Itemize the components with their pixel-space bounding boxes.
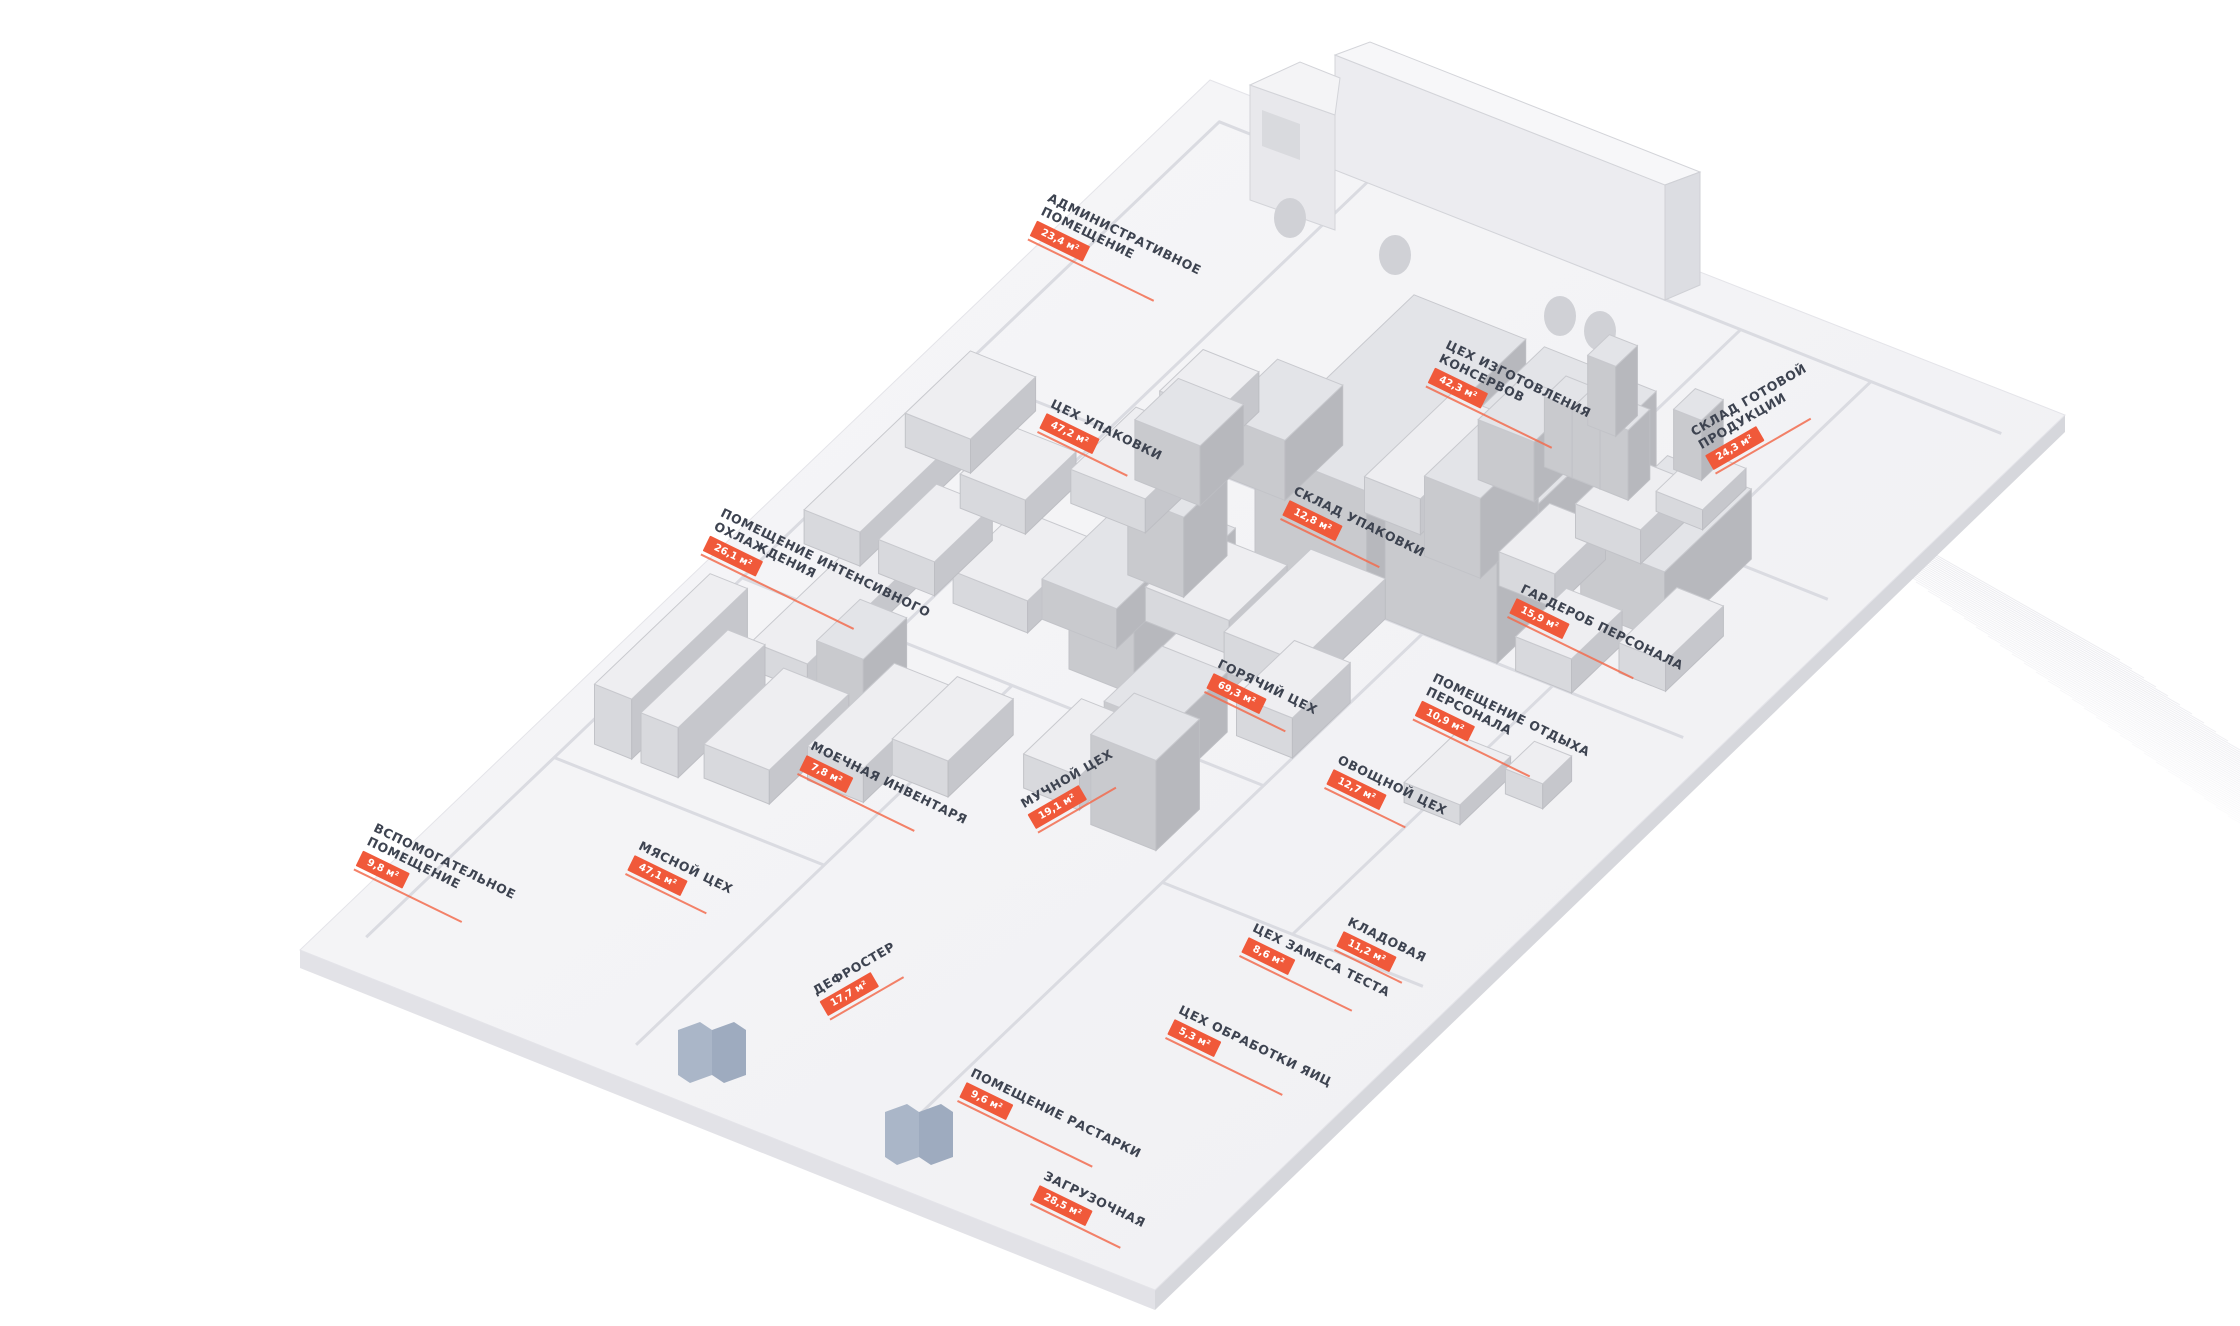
kitchen-equipment (593, 294, 1753, 852)
equipment-block (959, 425, 1077, 536)
equipment-block (1586, 334, 1639, 438)
equipment-block (1618, 586, 1725, 693)
equipment-block (891, 676, 1015, 799)
equipment-block (1403, 733, 1512, 826)
truck-icon (1248, 41, 1702, 351)
wall-segment (1161, 881, 1424, 988)
waste-bin-icon (678, 1022, 953, 1165)
equipment-block (904, 350, 1037, 475)
wall-segment (553, 756, 825, 867)
equipment-block (1133, 377, 1245, 507)
equipment-block (1089, 692, 1201, 852)
